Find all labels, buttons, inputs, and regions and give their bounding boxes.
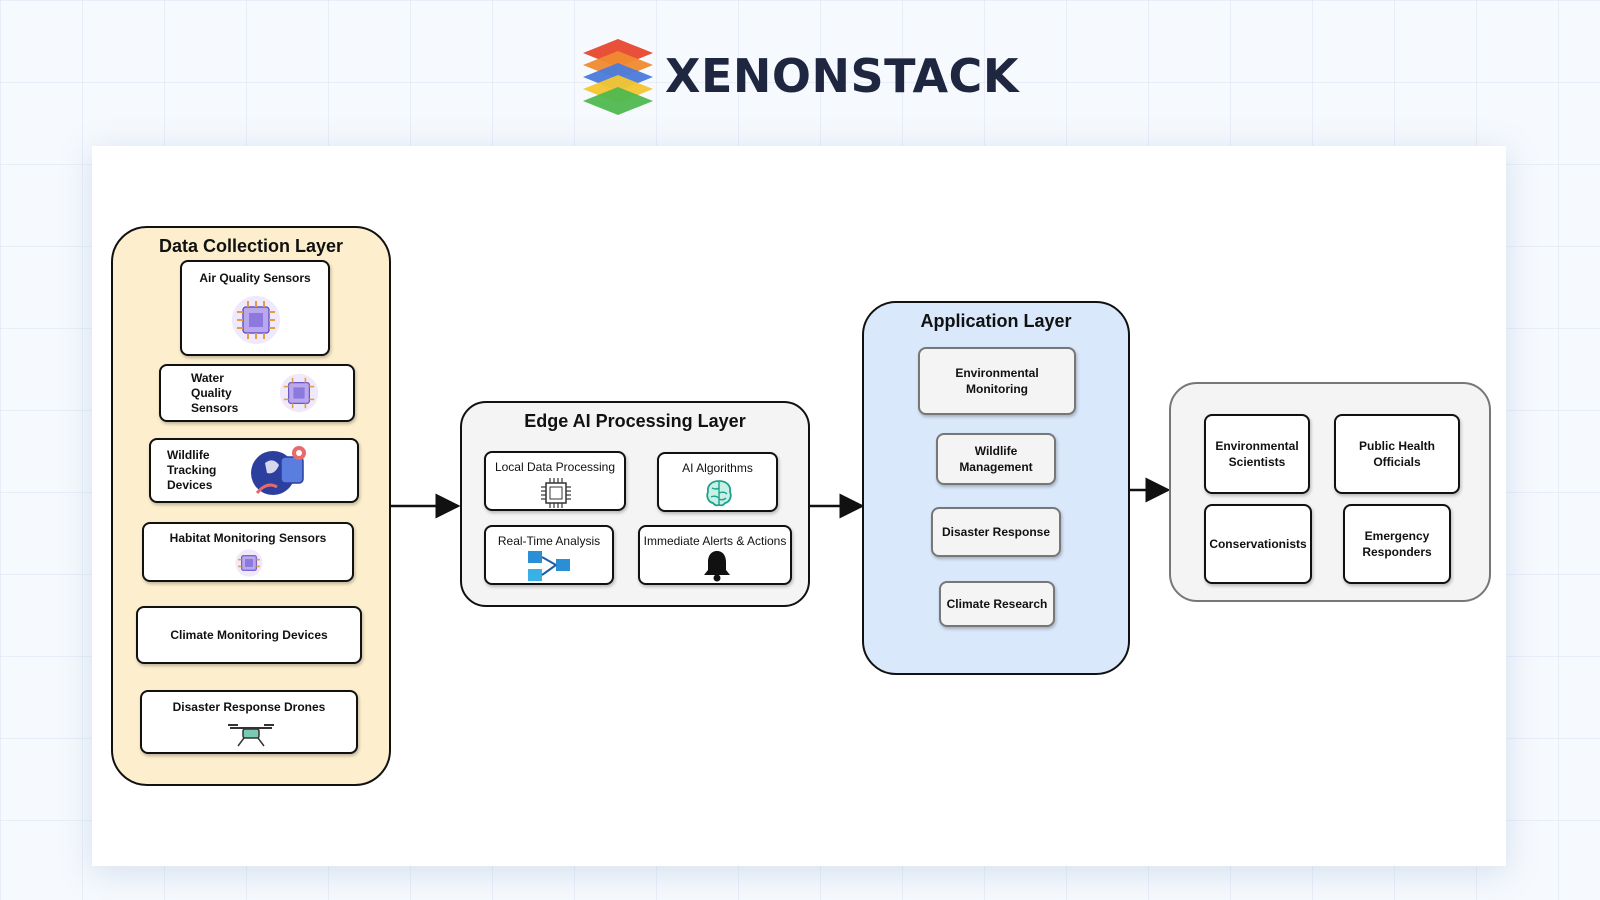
local-data-processing-node[interactable]: Local Data Processing xyxy=(484,451,626,511)
node-label-line: Tracking xyxy=(167,463,217,477)
application-layer-title: Application Layer xyxy=(920,311,1072,331)
node-label-line: Monitoring xyxy=(966,382,1028,396)
node-label: Real-Time Analysis xyxy=(497,534,601,548)
node-label: Climate Monitoring Devices xyxy=(170,628,328,642)
chip-icon xyxy=(235,549,263,577)
flow-icon xyxy=(528,551,570,581)
node-label: Disaster Response Drones xyxy=(172,700,326,714)
node-label: Local Data Processing xyxy=(494,460,616,474)
node-label-line: Emergency xyxy=(1364,529,1430,543)
node-label: Immediate Alerts & Actions xyxy=(643,534,787,548)
processor-icon xyxy=(541,478,571,508)
node-label: Air Quality Sensors xyxy=(199,271,311,285)
brand-header: XENONSTACK xyxy=(0,36,1600,116)
chip-icon xyxy=(232,296,280,344)
bell-icon xyxy=(704,551,730,582)
brand-name: XENONSTACK xyxy=(665,49,1019,103)
node-label-line: Wildlife xyxy=(974,444,1018,458)
node-label: Conservationists xyxy=(1209,537,1307,551)
disaster-response-drones-node[interactable]: Disaster Response Drones xyxy=(140,690,358,754)
node-label-line: Quality xyxy=(191,386,232,400)
node-label-line: Scientists xyxy=(1228,455,1286,469)
climate-research-node[interactable]: Climate Research xyxy=(939,581,1055,627)
data-collection-layer-title: Data Collection Layer xyxy=(158,236,344,256)
node-label: Disaster Response xyxy=(941,525,1051,539)
edge-ai-processing-layer-title: Edge AI Processing Layer xyxy=(524,411,746,431)
node-label: AI Algorithms xyxy=(682,461,753,475)
node-label-line: Environmental xyxy=(1215,439,1299,453)
ai-algorithms-node[interactable]: AI Algorithms xyxy=(657,452,778,512)
environmental-monitoring-node[interactable]: Environmental Monitoring xyxy=(918,347,1076,415)
node-label-line: Management xyxy=(959,460,1033,474)
node-label-line: Sensors xyxy=(191,401,239,415)
diagram-card: Data Collection Layer Air Quality Sensor… xyxy=(92,146,1506,866)
node-label-line: Responders xyxy=(1362,545,1432,559)
end-users-layer: Environmental Scientists Public Health O… xyxy=(1169,382,1491,602)
immediate-alerts-actions-node[interactable]: Immediate Alerts & Actions xyxy=(638,525,792,585)
xenonstack-logo-icon xyxy=(583,39,654,115)
node-label: Habitat Monitoring Sensors xyxy=(169,531,327,545)
connector-arrows xyxy=(390,477,1171,519)
data-collection-layer: Data Collection Layer Air Quality Sensor… xyxy=(111,226,391,786)
brain-icon xyxy=(706,480,732,507)
real-time-analysis-node[interactable]: Real-Time Analysis xyxy=(484,525,614,585)
node-label-line: Public Health xyxy=(1358,439,1435,453)
tracking-icon xyxy=(251,446,306,495)
water-quality-sensors-node[interactable]: Water Quality Sensors xyxy=(159,364,355,422)
drone-icon xyxy=(228,724,274,747)
node-label-line: Officials xyxy=(1373,455,1421,469)
chip-icon xyxy=(279,373,319,413)
emergency-responders-node[interactable]: Emergency Responders xyxy=(1343,504,1451,584)
climate-monitoring-devices-node[interactable]: Climate Monitoring Devices xyxy=(136,606,362,664)
edge-ai-processing-layer: Edge AI Processing Layer Local Data Proc… xyxy=(460,401,810,607)
wildlife-tracking-devices-node[interactable]: Wildlife Tracking Devices xyxy=(149,438,359,503)
node-label-line: Water xyxy=(191,371,224,385)
wildlife-management-node[interactable]: Wildlife Management xyxy=(936,433,1056,485)
node-label-line: Environmental xyxy=(955,366,1039,380)
node-label: Climate Research xyxy=(946,597,1048,611)
node-label-line: Wildlife xyxy=(167,448,210,462)
public-health-officials-node[interactable]: Public Health Officials xyxy=(1334,414,1460,494)
application-layer: Application Layer Environmental Monitori… xyxy=(862,301,1130,675)
conservationists-node[interactable]: Conservationists xyxy=(1204,504,1312,584)
disaster-response-node[interactable]: Disaster Response xyxy=(931,507,1061,557)
air-quality-sensors-node[interactable]: Air Quality Sensors xyxy=(180,260,330,356)
node-label-line: Devices xyxy=(167,478,213,492)
habitat-monitoring-sensors-node[interactable]: Habitat Monitoring Sensors xyxy=(142,522,354,582)
environmental-scientists-node[interactable]: Environmental Scientists xyxy=(1204,414,1310,494)
